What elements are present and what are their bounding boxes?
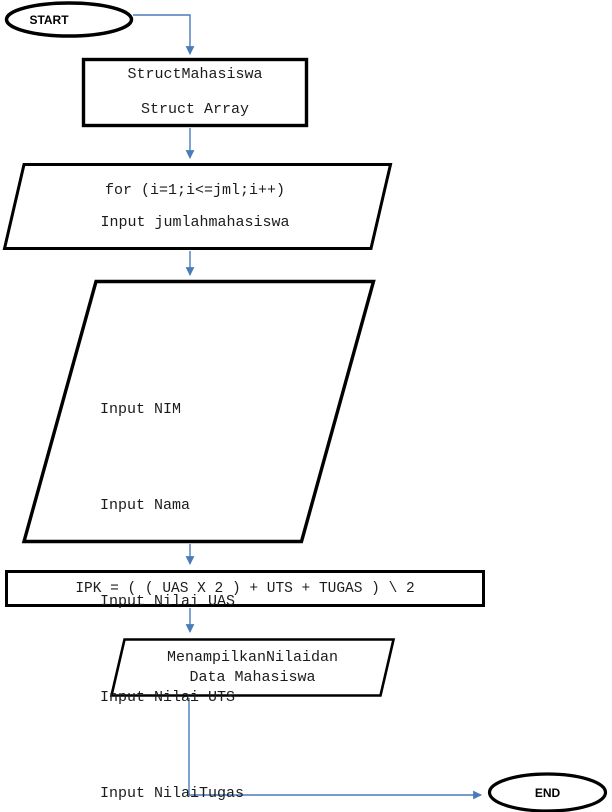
- inputs-line-5: Input NilaiTugas: [100, 785, 245, 802]
- formula-label-box: IPK = ( ( UAS X 2 ) + UTS + TUGAS ) \ 2: [5, 570, 485, 607]
- start-label-box: START: [5, 2, 133, 37]
- formula-text: IPK = ( ( UAS X 2 ) + UTS + TUGAS ) \ 2: [75, 580, 415, 597]
- output-label-box: MenampilkanNilaidan Data Mahasiswa: [110, 638, 395, 697]
- inputs-label-box: Input NIM Input Nama Input Nilai UAS Inp…: [100, 330, 310, 812]
- declare-line-2: Struct Array: [140, 101, 250, 118]
- output-line-2: Data Mahasiswa: [189, 668, 316, 686]
- end-label: END: [534, 785, 561, 800]
- formula-process-box: [5, 570, 485, 607]
- declare-line-1: StructMahasiswa: [127, 66, 263, 83]
- loop-line-1: for (i=1;i<=jml;i++): [104, 181, 286, 199]
- loop-input-parallelogram: [2, 163, 393, 250]
- loop-label-box: for (i=1;i<=jml;i++) Input jumlahmahasis…: [5, 163, 385, 250]
- loop-line-2: Input jumlahmahasiswa: [100, 213, 290, 231]
- connector-output-to-end: [188, 698, 483, 800]
- inputs-parallelogram: [21, 279, 376, 544]
- inputs-line-2: Input Nama: [100, 497, 191, 514]
- inputs-line-1: Input NIM: [100, 401, 182, 418]
- declare-process-box: [81, 57, 309, 128]
- end-label-box: END: [488, 773, 607, 812]
- start-terminator: [4, 1, 134, 38]
- output-line-1: MenampilkanNilaidan: [166, 648, 339, 666]
- end-terminator: [487, 772, 608, 812]
- output-parallelogram: [109, 638, 396, 697]
- start-label: START: [29, 12, 69, 27]
- connector-start-to-declare: [133, 14, 195, 56]
- declare-label-box: StructMahasiswa Struct Array: [82, 58, 308, 127]
- inputs-line-3: Input Nilai UAS: [100, 593, 236, 610]
- inputs-line-4: Input Nilai UTS: [100, 689, 236, 706]
